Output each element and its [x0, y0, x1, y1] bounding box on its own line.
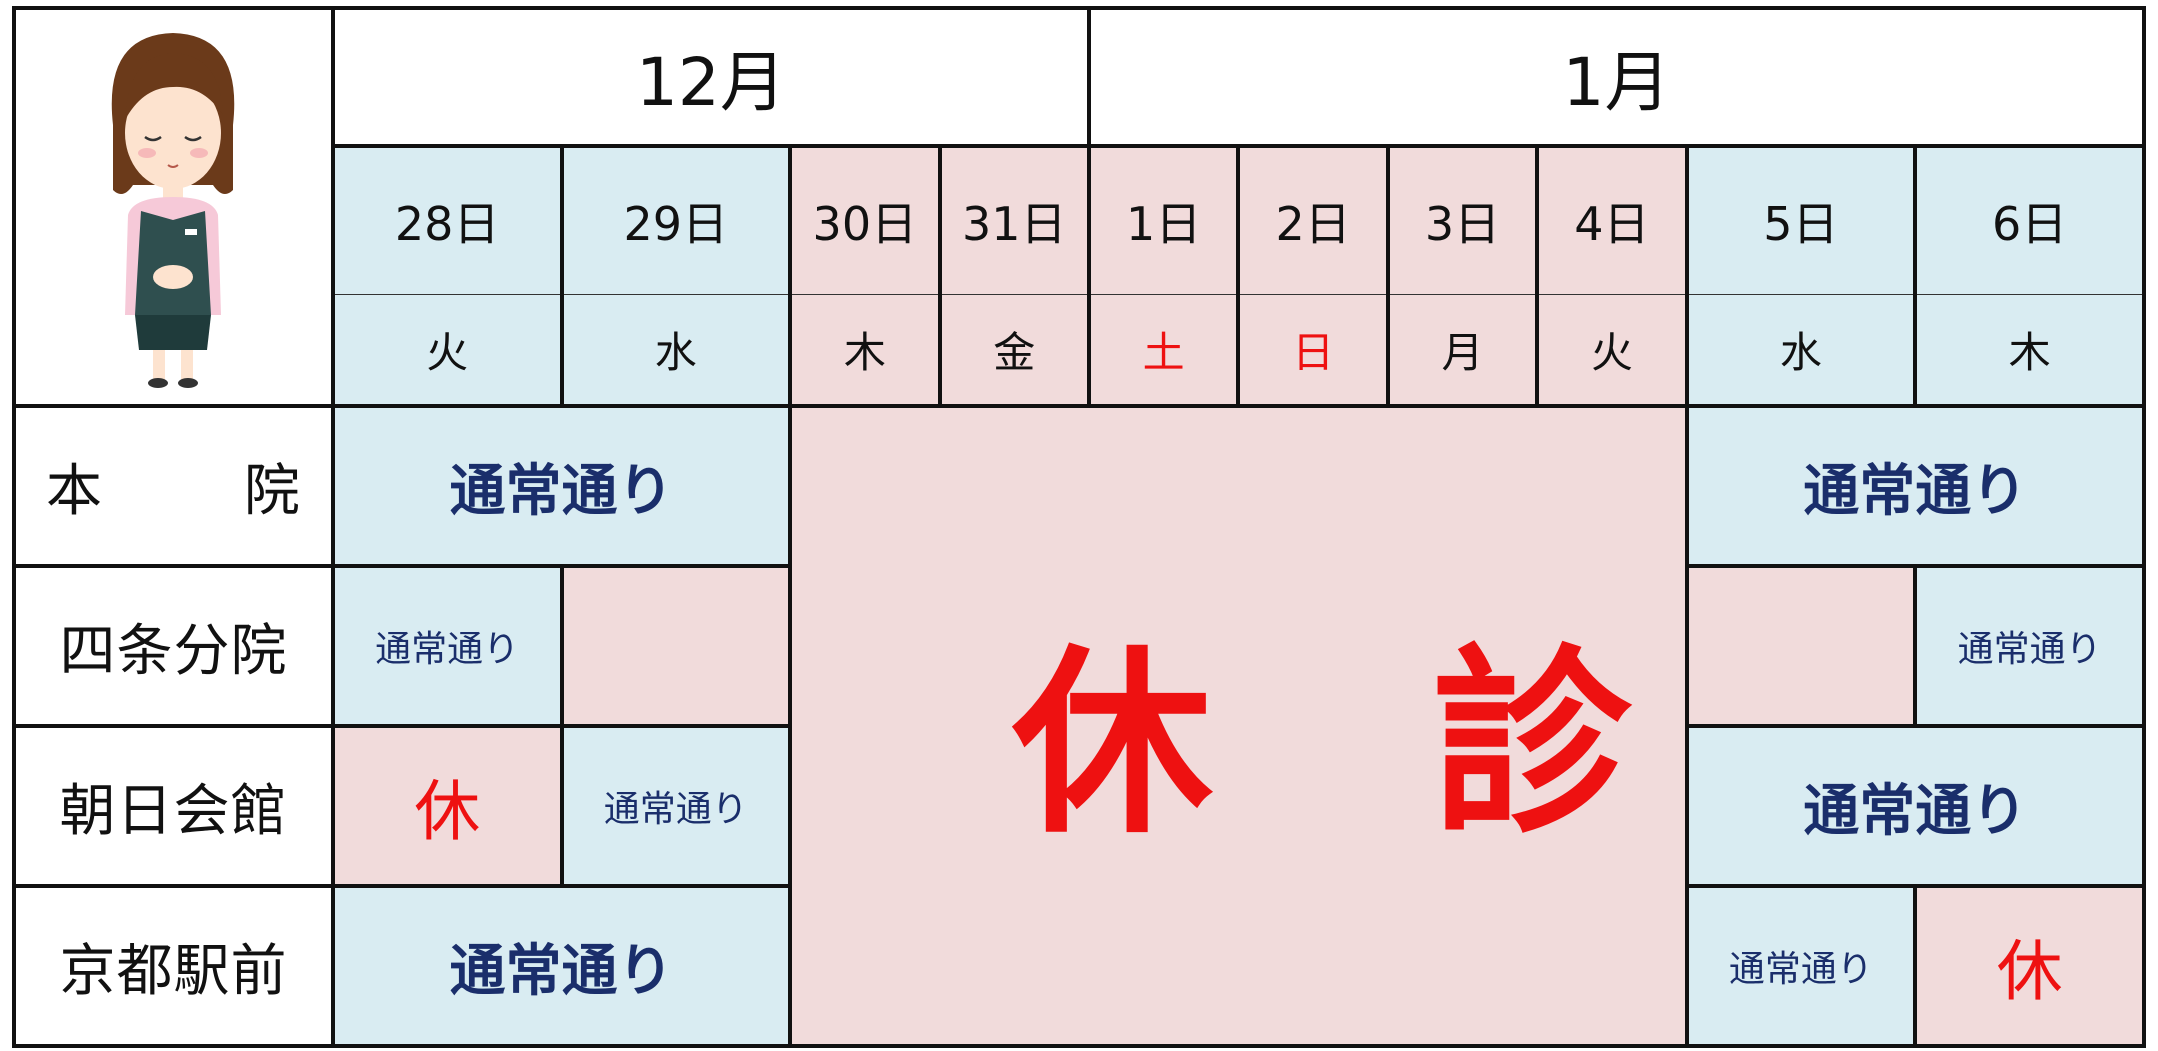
date-cell: 4日 [1535, 144, 1689, 295]
month-january: 1月 [1086, 6, 2147, 148]
closed-extension [559, 564, 793, 728]
weekday-cell: 火 [330, 293, 564, 408]
weekday-cell: 火 [1535, 293, 1689, 408]
holiday-schedule-table: 12月 1月 28日 29日 30日 31日 1日 2日 3日 4日 5日 6日… [12, 6, 2147, 1048]
weekday-cell: 水 [1684, 293, 1918, 408]
status-normal: 通常通り [1684, 724, 2147, 888]
weekday-cell: 水 [559, 293, 793, 408]
month-december: 12月 [330, 6, 1091, 148]
date-cell: 28日 [330, 144, 564, 295]
date-cell: 30日 [788, 144, 942, 295]
weekday-cell-sunday: 日 [1236, 293, 1390, 408]
weekday-cell: 木 [788, 293, 942, 408]
branch-label-honin: 本 院 [12, 404, 335, 568]
date-cell: 2日 [1236, 144, 1390, 295]
status-normal: 通常通り [559, 724, 793, 888]
date-cell: 29日 [559, 144, 793, 295]
date-cell: 5日 [1684, 144, 1918, 295]
status-normal: 通常通り [1913, 564, 2146, 728]
date-cell: 3日 [1385, 144, 1540, 295]
receptionist-illustration [112, 33, 235, 388]
status-normal: 通常通り [1684, 404, 2147, 568]
status-normal: 通常通り [330, 564, 564, 728]
date-cell: 1日 [1086, 144, 1241, 295]
branch-label-honin-part2: 院 [243, 458, 301, 524]
weekday-cell: 月 [1385, 293, 1540, 408]
closed-label: 休診 [1012, 628, 1632, 861]
closed-extension [1684, 564, 1918, 728]
status-closed: 休 [330, 724, 564, 888]
date-cell: 6日 [1913, 144, 2146, 295]
status-normal: 通常通り [330, 884, 793, 1048]
weekday-cell: 木 [1913, 293, 2146, 408]
branch-label-asahi: 朝日会館 [12, 724, 335, 888]
status-closed: 休 [1913, 884, 2146, 1048]
weekday-cell: 金 [937, 293, 1091, 408]
date-cell: 31日 [937, 144, 1091, 295]
branch-label-shijo: 四条分院 [12, 564, 335, 728]
weekday-cell-saturday: 土 [1086, 293, 1241, 408]
branch-label-kyoto: 京都駅前 [12, 884, 335, 1048]
branch-label-honin-part1: 本 [46, 458, 103, 524]
closed-block: 休診 [788, 404, 1689, 1048]
status-normal: 通常通り [1684, 884, 1918, 1048]
status-normal: 通常通り [330, 404, 793, 568]
mascot-cell [12, 6, 335, 408]
